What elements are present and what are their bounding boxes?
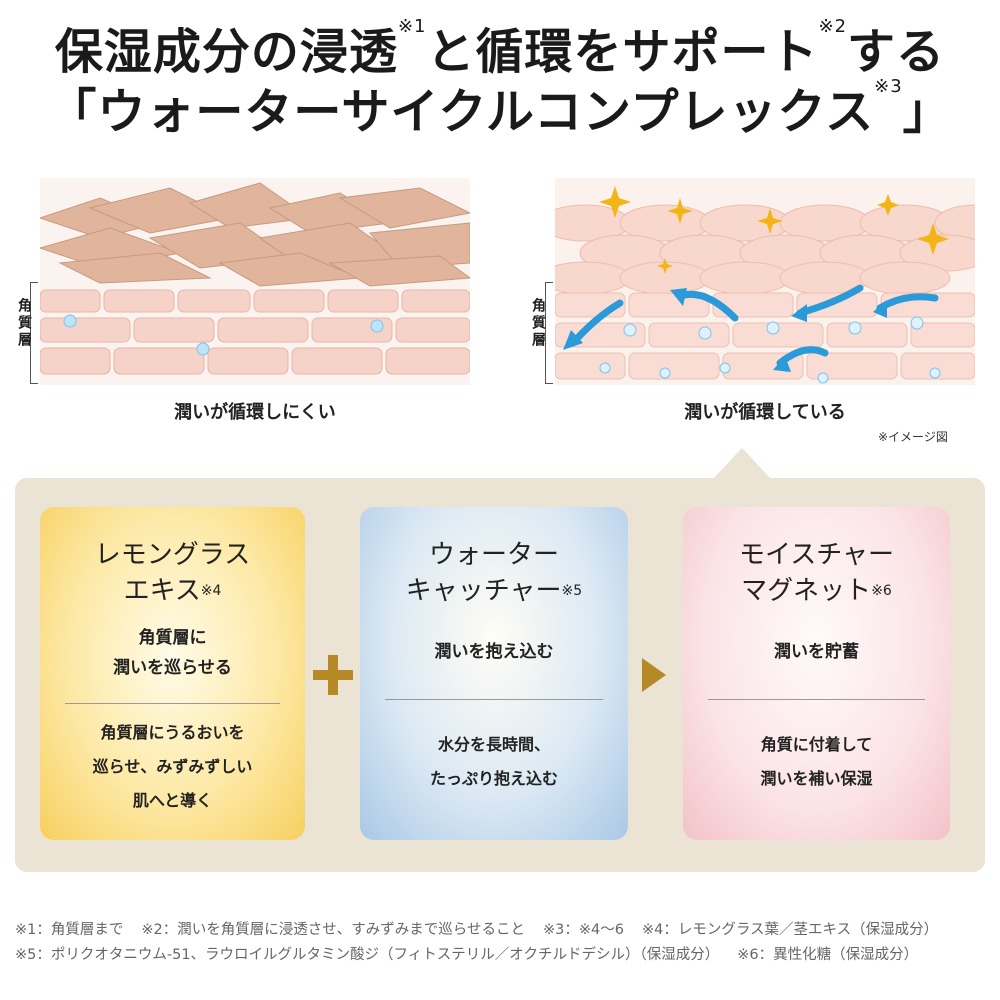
footnote: ※6：異性化糖（保湿成分）	[737, 947, 919, 963]
dry-skin-illustration	[40, 178, 470, 385]
footnote: ※1：角質層まで	[15, 922, 124, 938]
headline-text: 「ウォーターサイクルコンプレックス	[48, 84, 875, 140]
headline-text: 保湿成分の浸透	[54, 24, 398, 80]
arrow-right-icon	[642, 658, 666, 692]
ingredient-benefit: 潤いを貯蓄	[774, 642, 859, 662]
footnote: ※2：潤いを角質層に浸透させ、すみずみまで巡らせること	[141, 922, 525, 938]
headline-line-1: 保湿成分の浸透※1と循環をサポート※2する	[0, 12, 1000, 82]
desc-line: 角質層にうるおいを	[100, 723, 245, 742]
desc-line: 肌へと導く	[132, 791, 213, 810]
stratum-corneum-label: 角質層	[530, 298, 546, 349]
desc-line: 巡らせ、みずみずしい	[92, 757, 253, 776]
moist-skin-illustration	[555, 178, 975, 385]
ingredient-benefit: 潤いを抱え込む	[434, 642, 554, 662]
desc-line: たっぷり抱え込む	[429, 769, 558, 788]
headline-text: する	[847, 24, 946, 80]
divider	[385, 699, 603, 700]
footnote-mark: ※6	[871, 583, 892, 599]
desc-line: 潤いを補い保湿	[760, 769, 873, 788]
benefit-line: 角質層に	[138, 628, 207, 648]
footnote-mark: ※2	[818, 16, 848, 37]
sparkle-icons	[599, 186, 949, 274]
footnote-mark: ※5	[561, 583, 583, 599]
footnote: ※3：※4〜6	[542, 922, 624, 938]
name-line: キャッチャー	[405, 576, 562, 606]
ingredient-card-water-catcher: ウォーターキャッチャー※5 潤いを抱え込む 水分を長時間、たっぷり抱え込む	[360, 507, 628, 840]
name-line: エキス	[123, 576, 201, 606]
name-line: ウォーター	[428, 540, 559, 570]
footnote-mark: ※1	[397, 16, 427, 37]
name-line: マグネット	[741, 576, 872, 606]
name-line: レモングラス	[94, 540, 251, 570]
divider	[65, 703, 280, 704]
footnote-mark: ※3	[874, 76, 903, 97]
headline-text: 」	[902, 84, 952, 140]
desc-line: 水分を長時間、	[437, 735, 550, 754]
stratum-corneum-label: 角質層	[16, 298, 32, 349]
ingredient-description: 角質に付着して潤いを補い保湿	[683, 728, 950, 796]
layer-bracket	[30, 282, 38, 384]
name-line: モイスチャー	[739, 540, 894, 570]
right-caption: 潤いが循環している	[684, 402, 846, 423]
ingredient-description: 角質層にうるおいを巡らせ、みずみずしい肌へと導く	[40, 716, 305, 818]
layer-bracket	[545, 282, 553, 384]
desc-line: 角質に付着して	[760, 735, 873, 754]
ingredient-benefit: 角質層に潤いを巡らせる	[40, 623, 305, 683]
ingredient-name: ウォーターキャッチャー※5	[360, 537, 628, 609]
left-caption: 潤いが循環しにくい	[174, 402, 336, 423]
ingredient-card-lemongrass: レモングラスエキス※4 角質層に潤いを巡らせる 角質層にうるおいを巡らせ、みずみ…	[40, 507, 305, 840]
headline-text: と循環をサポート	[426, 24, 819, 80]
image-note: ※イメージ図	[878, 430, 948, 444]
headline-line-2: 「ウォーターサイクルコンプレックス※3」	[0, 72, 1000, 142]
ingredient-name: モイスチャーマグネット※6	[683, 537, 950, 609]
ingredient-card-moisture-magnet: モイスチャーマグネット※6 潤いを貯蓄 角質に付着して潤いを補い保湿	[683, 507, 950, 840]
benefit-line: 潤いを巡らせる	[113, 658, 232, 678]
footnotes: ※1：角質層まで ※2：潤いを角質層に浸透させ、すみずみまで巡らせること ※3：※4…	[15, 918, 990, 968]
footnote-mark: ※4	[200, 583, 222, 599]
ingredient-name: レモングラスエキス※4	[40, 537, 305, 609]
plus-icon	[313, 655, 353, 695]
footnote: ※5：ポリクオタニウム-51、ラウロイルグルタミン酸ジ（フィトステリル／オクチル…	[15, 947, 720, 963]
ingredient-description: 水分を長時間、たっぷり抱え込む	[360, 728, 628, 796]
footnote: ※4：レモングラス葉／茎エキス（保湿成分）	[641, 922, 939, 938]
divider	[708, 699, 925, 700]
panel-pointer	[712, 448, 772, 480]
